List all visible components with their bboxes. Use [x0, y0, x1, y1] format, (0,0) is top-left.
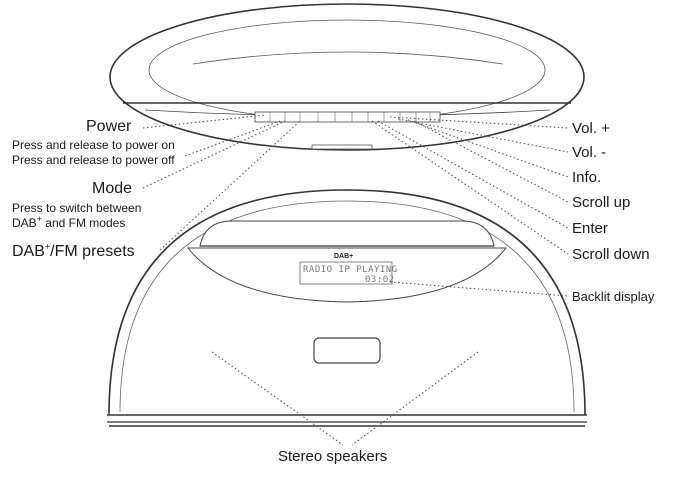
- dab-logo: DAB+: [334, 253, 353, 260]
- mode-desc-dab: DAB: [12, 216, 37, 230]
- vol-down-label: Vol. -: [572, 144, 607, 161]
- power-desc-on: Press and release to power on: [12, 138, 175, 152]
- scroll-up-label: Scroll up: [572, 194, 631, 211]
- mode-desc-suffix: and FM modes: [41, 216, 126, 230]
- mode-desc-1: Press to switch between: [12, 201, 142, 215]
- presets-label: DAB+/FM presets: [12, 241, 135, 261]
- display-line-1: RADIO IP PLAYING: [303, 265, 398, 275]
- presets-suffix: /FM presets: [50, 243, 135, 260]
- presets-dab: DAB: [12, 243, 45, 260]
- scroll-down-label: Scroll down: [572, 246, 650, 263]
- presets-sup: +: [44, 241, 51, 252]
- leader-lines: [142, 114, 569, 446]
- vol-up-label: Vol. +: [572, 120, 610, 137]
- power-desc-off: Press and release to power off: [12, 153, 175, 167]
- enter-label: Enter: [572, 220, 608, 237]
- front-view: RADIO IP PLAYING 03:02 DAB+: [107, 189, 587, 427]
- info-label: Info.: [572, 169, 602, 186]
- mode-desc-sup: +: [36, 214, 42, 224]
- backlit-display-label: Backlit display: [572, 289, 655, 304]
- top-view: [109, 3, 585, 151]
- display-line-2: 03:02: [365, 275, 395, 285]
- mode-desc-2: DAB+ and FM modes: [12, 214, 126, 231]
- power-label: Power: [86, 118, 132, 135]
- stereo-speakers-label: Stereo speakers: [278, 448, 388, 465]
- mode-label: Mode: [92, 180, 133, 197]
